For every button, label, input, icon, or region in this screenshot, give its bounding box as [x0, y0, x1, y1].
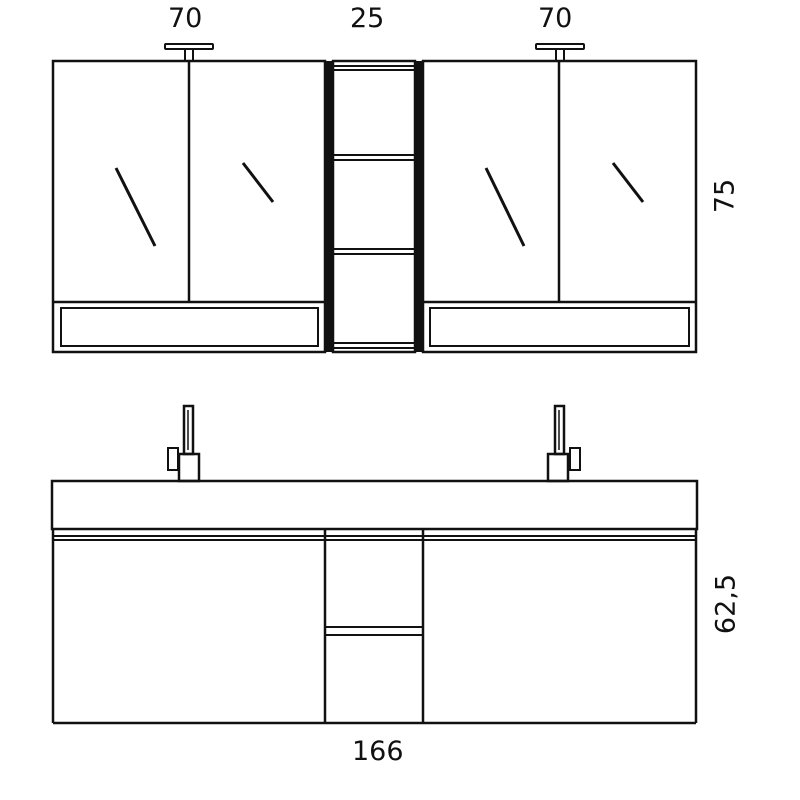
- faucet-base: [546, 452, 570, 483]
- right-mirror-cabinet: [421, 59, 698, 354]
- left-light-fixture: [164, 43, 214, 62]
- shelf-board: [332, 342, 416, 349]
- shelf-column-right-side: [415, 61, 423, 352]
- faucet-handle: [167, 447, 179, 471]
- dimension-top-center-width: 25: [350, 3, 385, 34]
- faucet-base: [177, 452, 201, 483]
- right-faucet: [546, 404, 581, 483]
- faucet-handle: [569, 447, 581, 471]
- dimension-lower-height: 62,5: [710, 573, 742, 635]
- shelf-board: [332, 154, 416, 161]
- cabinet-top-rail: [52, 535, 697, 541]
- right-light-fixture: [535, 43, 585, 62]
- dimension-top-right-width: 70: [538, 3, 573, 34]
- center-drawer-split: [324, 626, 424, 636]
- right-cabinet-open-niche: [429, 307, 690, 347]
- vanity-cabinet-body: [51, 529, 698, 725]
- light-fixture-stem: [184, 48, 194, 62]
- mirror-reflection-mark: [484, 167, 526, 247]
- left-cabinet-open-niche: [60, 307, 319, 347]
- left-mirror-cabinet: [51, 59, 327, 354]
- mirror-reflection-mark: [114, 167, 157, 247]
- dimension-top-left-width: 70: [168, 3, 203, 34]
- center-shelf-column: [325, 59, 423, 354]
- lower-vanity-assembly: [50, 404, 699, 725]
- left-faucet: [167, 404, 201, 483]
- light-fixture-stem: [555, 48, 565, 62]
- shelf-board: [332, 65, 416, 71]
- shelf-board: [332, 248, 416, 255]
- dimension-upper-height: 75: [709, 178, 741, 214]
- shelf-column-left-side: [325, 61, 333, 352]
- shelf-column-frame: [331, 59, 417, 354]
- vanity-countertop: [50, 479, 699, 531]
- upper-cabinet-assembly: [51, 43, 698, 354]
- mirror-reflection-mark: [611, 162, 645, 203]
- dimension-total-width: 166: [352, 736, 404, 767]
- mirror-reflection-mark: [241, 162, 275, 203]
